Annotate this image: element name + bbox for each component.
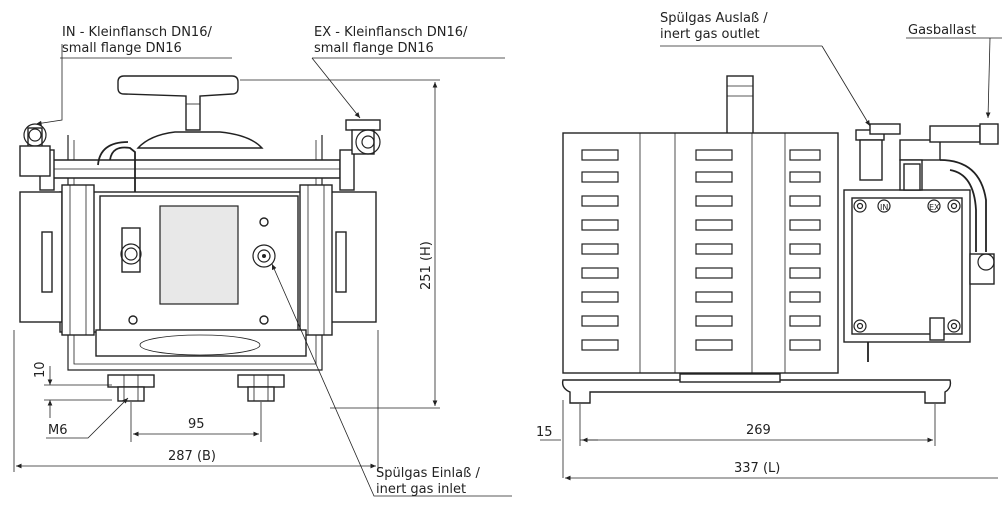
purge-outlet-label-2: inert gas outlet [660,27,760,42]
ex-flange-label-2: small flange DN16 [314,41,434,56]
side-view: IN EX [536,11,1002,481]
pump-dome [136,131,264,149]
base-plate [561,379,952,404]
left-side-block [19,191,63,323]
offset-dimension: 15 [536,425,553,440]
gas-ballast-label: Gasballast [908,23,976,38]
in-flange [19,123,51,177]
purge-inlet-label-2: inert gas inlet [376,482,466,497]
left-foot [107,374,155,402]
ex-flange [345,119,381,155]
vent-slots [581,149,821,351]
display-window [159,205,239,305]
side-top-stub [726,75,754,135]
left-hose [109,146,136,230]
in-flange-label-2: small flange DN16 [62,41,182,56]
right-side-block [325,191,377,323]
height-dimension: 251 (H) [419,241,434,290]
top-tube [39,149,355,191]
purge-inlet-label-1: Spülgas Einlaß / [376,466,480,481]
inner-length-dimension: 269 [746,423,771,438]
foot-height-dimension: 10 [33,361,48,378]
purge-outlet-label-1: Spülgas Auslaß / [660,11,768,26]
ex-flange-label-1: EX - Kleinflansch DN16/ [314,25,468,40]
thread-dimension: M6 [48,423,68,438]
in-mark: IN [880,203,888,212]
right-foot [237,374,285,402]
top-fittings [855,123,999,252]
purge-inlet-port [252,244,276,268]
in-flange-label-1: IN - Kleinflansch DN16/ [62,25,212,40]
feet-spacing-dimension: 95 [188,417,205,432]
front-view: IN - Kleinflansch DN16/ small flange DN1… [13,25,512,497]
t-handle [117,75,239,131]
width-dimension: 287 (B) [168,449,216,464]
ex-mark: EX [929,203,940,212]
length-dimension: 337 (L) [734,461,780,476]
panel-port [121,227,141,273]
